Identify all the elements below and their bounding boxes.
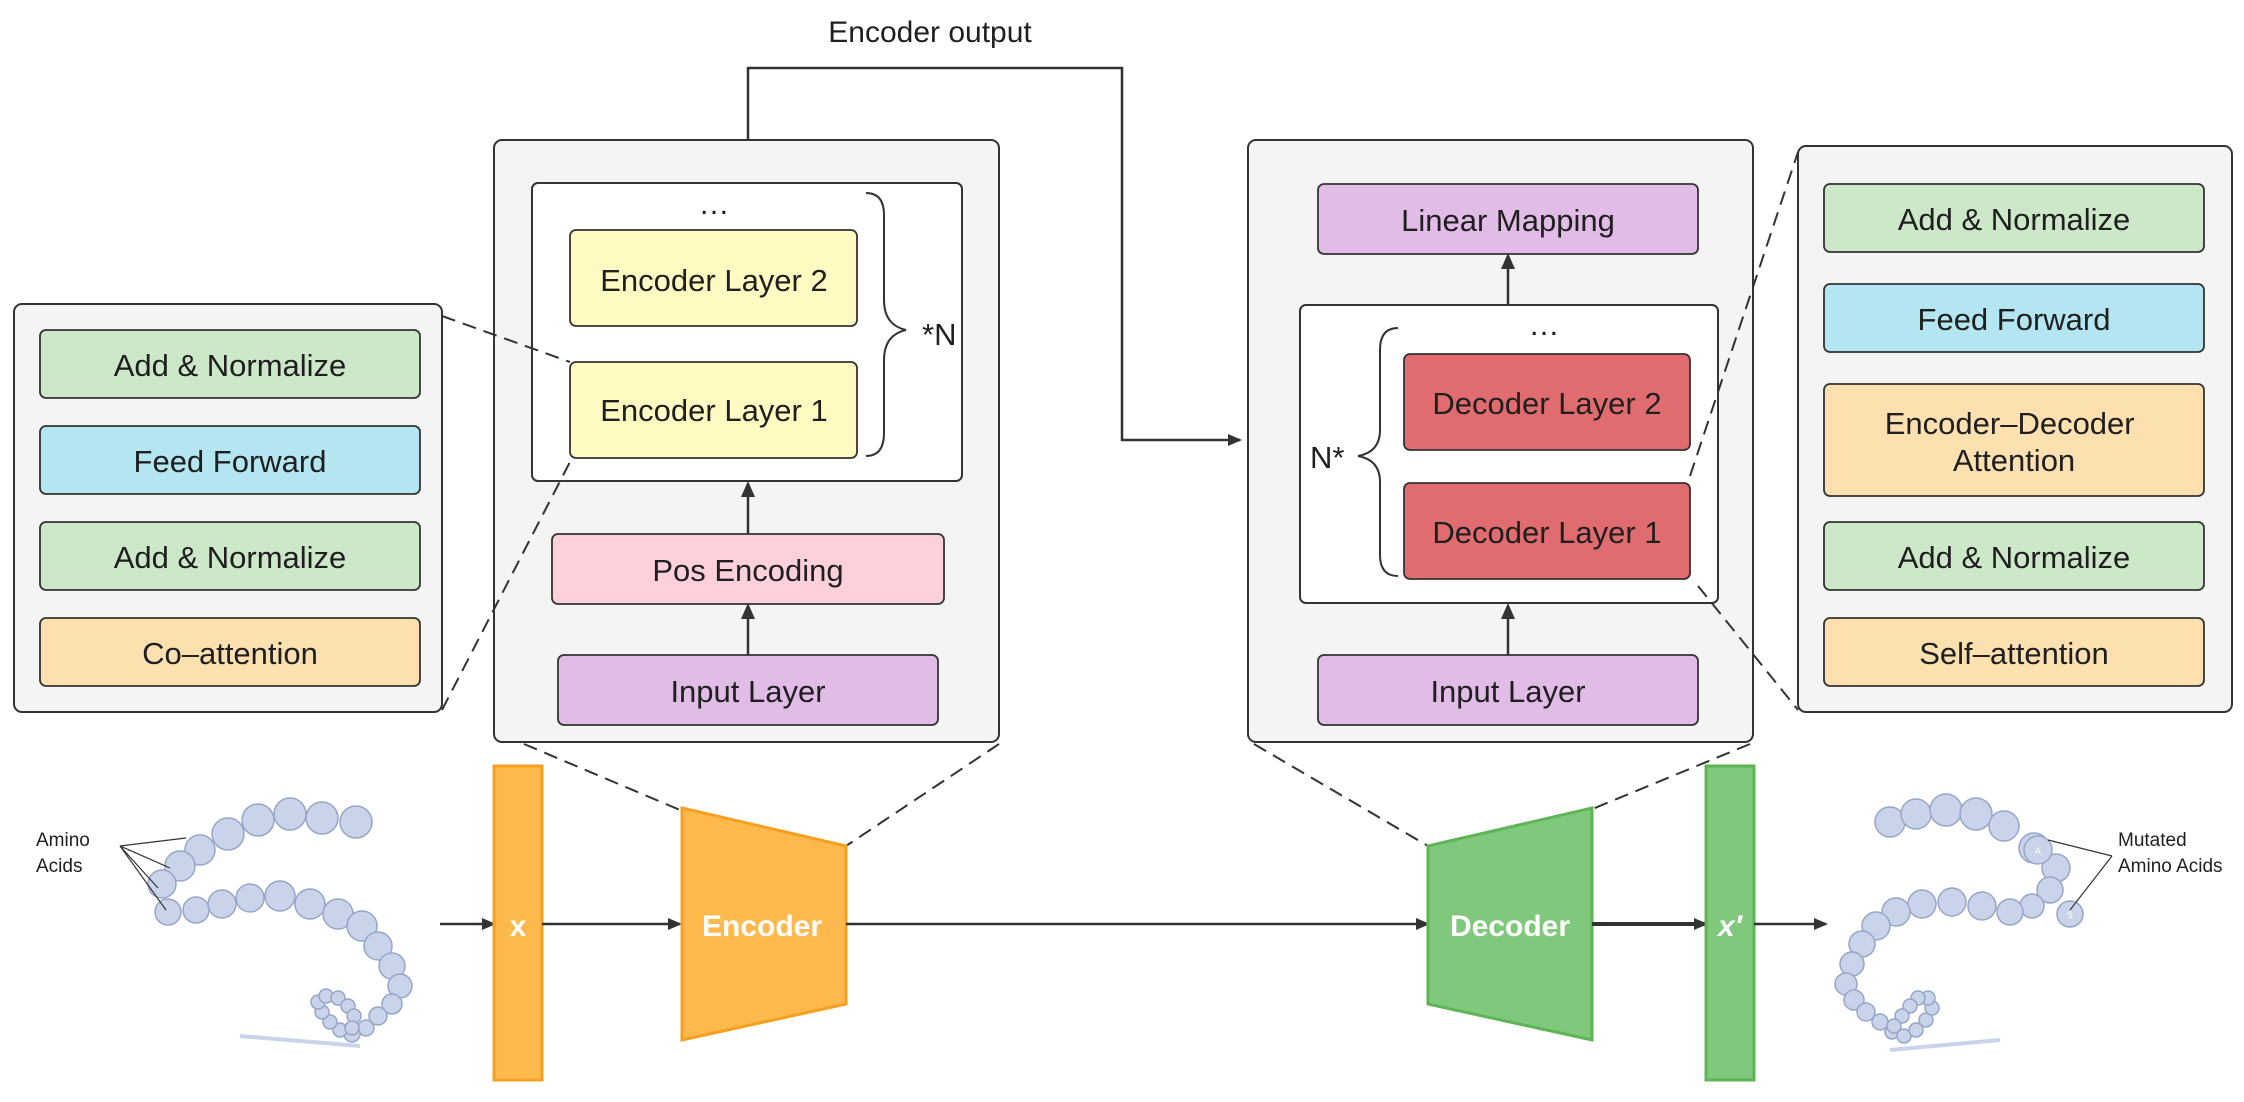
- decoder-layer-internals-panel: Add & Normalize Feed Forward Encoder–Dec…: [1797, 145, 2233, 713]
- output-xprime-block: [1704, 764, 1756, 1082]
- enc-internal-add-normalize-bottom: Add & Normalize: [114, 540, 347, 575]
- amino-acid-bead: [2019, 893, 2045, 919]
- enc-internal-feed-forward: Feed Forward: [134, 444, 327, 479]
- amino-acid-bead: [346, 910, 378, 942]
- dec-internal-feed-forward: Feed Forward: [1918, 302, 2111, 337]
- mutated-amino-acid-bead: [2023, 835, 2053, 865]
- amino-acid-bead: [330, 990, 346, 1006]
- amino-acid-bead: [241, 803, 275, 837]
- amino-acid-bead: [1988, 810, 2020, 842]
- zoom-line-dec-bottom: [1697, 585, 1799, 711]
- amino-acid-bead: [211, 817, 245, 851]
- encoder-detail-panel: … Encoder Layer 2 Encoder Layer 1 *N Pos…: [493, 139, 1000, 743]
- amino-acid-bead: [147, 869, 177, 899]
- amino-acid-bead: [235, 883, 265, 913]
- zoom-line-encoder-right: [845, 743, 1000, 847]
- dec-internal-enc-dec-attention: Encoder–Decoder Attention: [1885, 406, 2144, 478]
- encoder-block-label: Encoder: [702, 910, 822, 943]
- decoder-block: [1426, 806, 1594, 1042]
- amino-acid-bead: [363, 931, 393, 961]
- encoder-repeat-label: *N: [922, 317, 956, 352]
- decoder-input-layer: Input Layer: [1430, 674, 1585, 709]
- amino-acid-bead: [339, 805, 373, 839]
- input-protein-illustration: [119, 797, 413, 1048]
- mutation-letter: A: [2035, 847, 2042, 857]
- amino-acid-bead: [1843, 989, 1865, 1011]
- amino-acid-bead: [1937, 887, 1967, 917]
- amino-acid-bead: [1908, 1022, 1924, 1038]
- amino-acid-bead: [294, 888, 326, 920]
- input-amino-acids-label-2: Acids: [36, 856, 82, 877]
- encoder-pos-encoding: Pos Encoding: [652, 553, 843, 588]
- amino-acid-bead: [264, 880, 296, 912]
- zoom-line-encoder-left: [523, 743, 681, 811]
- amino-acid-bead: [1996, 898, 2024, 926]
- encoder-input-layer: Input Layer: [670, 674, 825, 709]
- encoder-output-label: Encoder output: [828, 16, 1032, 49]
- zoom-line-decoder-left: [1253, 743, 1429, 847]
- output-xprime-symbol: x′: [1716, 910, 1744, 943]
- decoder-layer-2: Decoder Layer 2: [1432, 386, 1661, 421]
- amino-acid-bead: [305, 801, 339, 835]
- decoder-stack-ellipsis: …: [1529, 307, 1560, 342]
- decoder-block-label: Decoder: [1450, 910, 1570, 943]
- amino-acid-bead: [1871, 1013, 1889, 1031]
- input-x-block: [492, 764, 544, 1082]
- amino-acid-bead: [381, 993, 403, 1015]
- dec-internal-self-attention: Self–attention: [1919, 636, 2109, 671]
- amino-acid-bead: [1900, 798, 1932, 830]
- encoder-stack-ellipsis: …: [699, 186, 730, 221]
- decoder-repeat-label: N*: [1310, 440, 1344, 475]
- input-x-symbol: x: [510, 910, 527, 943]
- amino-acid-bead: [1856, 1002, 1876, 1022]
- output-protein-illustration: AS: [1834, 793, 2113, 1052]
- amino-acid-bead: [1881, 897, 1911, 927]
- mutation-letter: S: [2067, 911, 2073, 921]
- amino-acid-bead: [273, 797, 307, 831]
- encoder-layer-1: Encoder Layer 1: [600, 393, 827, 428]
- encoder-block: [680, 806, 848, 1042]
- amino-acid-bead: [322, 1014, 338, 1030]
- amino-acid-bead: [207, 889, 237, 919]
- decoder-layer-1: Decoder Layer 1: [1432, 515, 1661, 550]
- amino-acid-bead: [1967, 891, 1997, 921]
- zoom-line-enc-bottom: [441, 457, 573, 711]
- amino-acid-bead: [1839, 951, 1865, 977]
- amino-acid-bead: [1907, 889, 1937, 919]
- amino-acid-bead: [1896, 1028, 1912, 1044]
- amino-acid-bead: [1918, 1012, 1934, 1028]
- amino-acid-bead: [154, 898, 182, 926]
- amino-acid-bead: [344, 1020, 360, 1036]
- encoder-repeat-brace: [865, 192, 907, 457]
- encoder-layer-2: Encoder Layer 2: [600, 263, 827, 298]
- encoder-layer-internals-panel: Add & Normalize Feed Forward Add & Norma…: [13, 303, 443, 713]
- output-mutated-label-2: Amino Acids: [2118, 856, 2223, 877]
- amino-acid-bead: [182, 896, 210, 924]
- decoder-repeat-brace: [1357, 327, 1399, 577]
- encoder-output-connector: [746, 66, 1242, 446]
- mutated-amino-acid-bead: [2056, 900, 2084, 928]
- dec-internal-add-normalize-bottom: Add & Normalize: [1898, 540, 2131, 575]
- amino-acid-bead: [2036, 876, 2064, 904]
- zoom-line-enc-top: [441, 315, 571, 363]
- decoder-linear-mapping: Linear Mapping: [1401, 203, 1615, 238]
- enc-internal-co-attention: Co–attention: [142, 636, 318, 671]
- decoder-detail-panel: Linear Mapping … Decoder Layer 2 Decoder…: [1247, 139, 1754, 743]
- enc-internal-add-normalize-top: Add & Normalize: [114, 348, 347, 383]
- zoom-line-decoder-right: [1589, 743, 1751, 811]
- amino-acid-bead: [1902, 998, 1918, 1014]
- amino-acid-bead: [1894, 1008, 1910, 1024]
- dec-internal-add-normalize-top: Add & Normalize: [1898, 202, 2131, 237]
- amino-acid-bead: [1886, 1018, 1902, 1034]
- output-mutated-label-1: Mutated: [2118, 830, 2187, 851]
- amino-acid-bead: [1929, 793, 1963, 827]
- amino-acid-bead: [1959, 797, 1993, 831]
- amino-acid-bead: [368, 1006, 388, 1026]
- zoom-line-dec-top: [1689, 151, 1799, 477]
- input-amino-acids-label-1: Amino: [36, 830, 90, 851]
